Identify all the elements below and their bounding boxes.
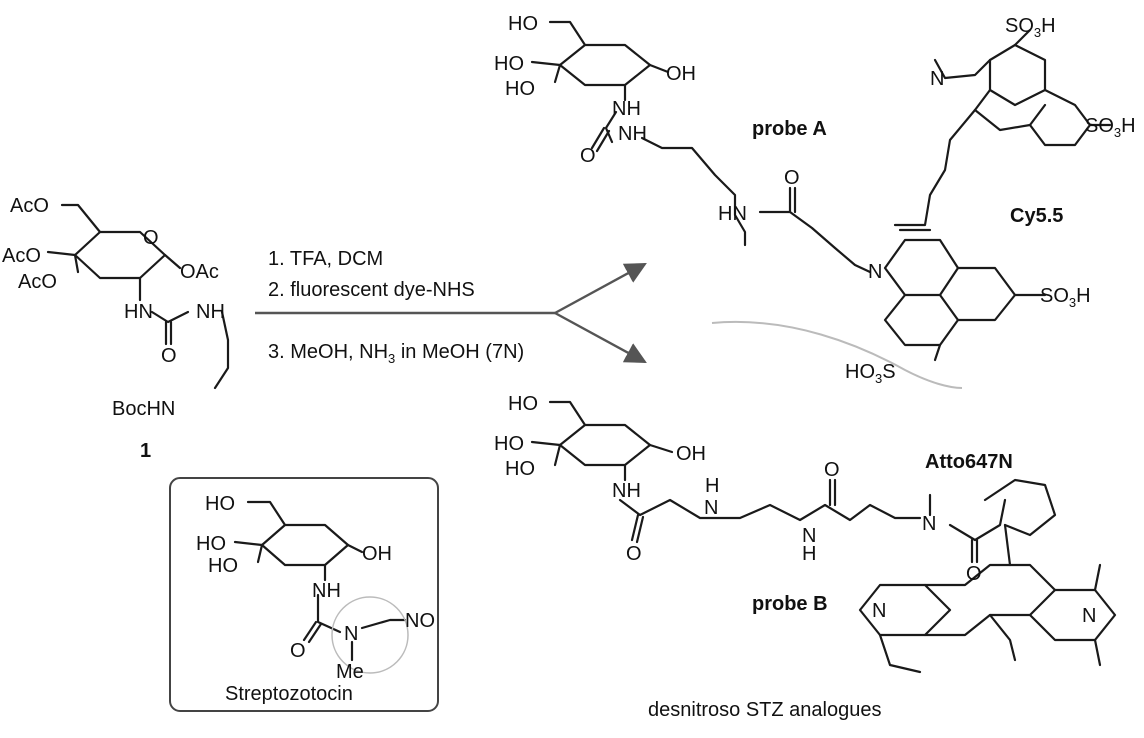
acetoxy-group: OAc — [180, 261, 219, 283]
divider-curve — [711, 321, 963, 389]
urea-nh: NH — [612, 480, 641, 502]
amide-oxygen: O — [784, 167, 800, 189]
sulfonate-group: SO3H — [1085, 115, 1136, 140]
amine-group: HN — [124, 301, 153, 323]
carbonyl-oxygen: O — [580, 145, 596, 167]
amide-nh: HN — [718, 203, 747, 225]
arrow-to-probe-b — [554, 311, 647, 364]
hydroxyl-group: HO — [494, 433, 524, 455]
hydroxyl-group: HO — [505, 78, 535, 100]
urea-nh: NH — [618, 123, 647, 145]
arrow-to-probe-a — [554, 262, 647, 315]
streptozotocin-frame — [169, 477, 439, 712]
reaction-conditions: 1. TFA, DCM 2. fluorescent dye-NHS 3. Me… — [268, 248, 524, 366]
streptozotocin-label: Streptozotocin — [225, 683, 353, 705]
condition-step-3: 3. MeOH, NH3 in MeOH (7N) — [268, 341, 524, 366]
methyl-group: Me — [336, 661, 364, 683]
nitroso-highlight-circle — [331, 596, 409, 674]
carbonyl-oxygen: O — [290, 640, 306, 662]
atto647n-label: Atto647N — [925, 451, 1013, 473]
acetoxy-group: AcO — [18, 271, 57, 293]
probe-b-structure: HO HO HO OH NH H N O N H O N O N N probe… — [494, 393, 1117, 674]
sulfonate-group: SO3H — [1005, 15, 1056, 40]
amide-nitrogen: N — [802, 525, 816, 547]
boc-amine-group: BocHN — [112, 398, 175, 420]
probe-b-label: probe B — [752, 593, 828, 615]
benzamide-oxygen: O — [966, 563, 982, 585]
hydroxyl-group: HO — [508, 393, 538, 415]
compound-1-structure: AcO AcO AcO OAc O HN NH O BocHN 1 — [2, 195, 230, 462]
anomeric-hydroxyl: OH — [362, 543, 392, 565]
urea-nh: NH — [312, 580, 341, 602]
amide-oxygen: O — [824, 459, 840, 481]
compound-number: 1 — [140, 440, 151, 462]
urea-nh: NH — [612, 98, 641, 120]
sulfonate-group: HO3S — [845, 361, 896, 386]
nitroso-nitrogen: N — [344, 623, 358, 645]
iminium-nitrogen: N — [872, 600, 886, 622]
streptozotocin-box: HO HO HO OH NH O N NO Me Streptozotocin — [169, 477, 439, 712]
sulfonate-group: SO3H — [1040, 285, 1091, 310]
probe-a-label: probe A — [752, 118, 827, 140]
urea-nitrogen: N — [704, 497, 718, 519]
amide-h: H — [802, 543, 816, 565]
carbonyl-oxygen: O — [626, 543, 642, 565]
urea-h: H — [705, 475, 719, 497]
cy55-label: Cy5.5 — [1010, 205, 1063, 227]
anomeric-hydroxyl: OH — [676, 443, 706, 465]
amine-group: NH — [196, 301, 225, 323]
hydroxyl-group: HO — [494, 53, 524, 75]
hydroxyl-group: HO — [205, 493, 235, 515]
analogues-caption: desnitroso STZ analogues — [648, 699, 881, 721]
hydroxyl-group: HO — [196, 533, 226, 555]
hydroxyl-group: HO — [505, 458, 535, 480]
hydroxyl-group: HO — [508, 13, 538, 35]
amine-nitrogen: N — [1082, 605, 1096, 627]
hydroxyl-group: HO — [208, 555, 238, 577]
indole-nitrogen: N — [930, 68, 944, 90]
anomeric-hydroxyl: OH — [666, 63, 696, 85]
carbonyl-oxygen: O — [161, 345, 177, 367]
probe-a-structure: HO HO HO OH NH NH O HN O N N SO3H SO3H S… — [494, 13, 1136, 386]
ring-oxygen: O — [143, 227, 159, 249]
acetoxy-group: AcO — [2, 245, 41, 267]
nitroso-group: NO — [405, 610, 435, 632]
acetoxy-group: AcO — [10, 195, 49, 217]
indolium-nitrogen: N — [868, 261, 882, 283]
condition-step-2: 2. fluorescent dye-NHS — [268, 279, 475, 301]
condition-step-1: 1. TFA, DCM — [268, 248, 383, 270]
reaction-arrows — [255, 262, 647, 364]
methylamide-nitrogen: N — [922, 513, 936, 535]
